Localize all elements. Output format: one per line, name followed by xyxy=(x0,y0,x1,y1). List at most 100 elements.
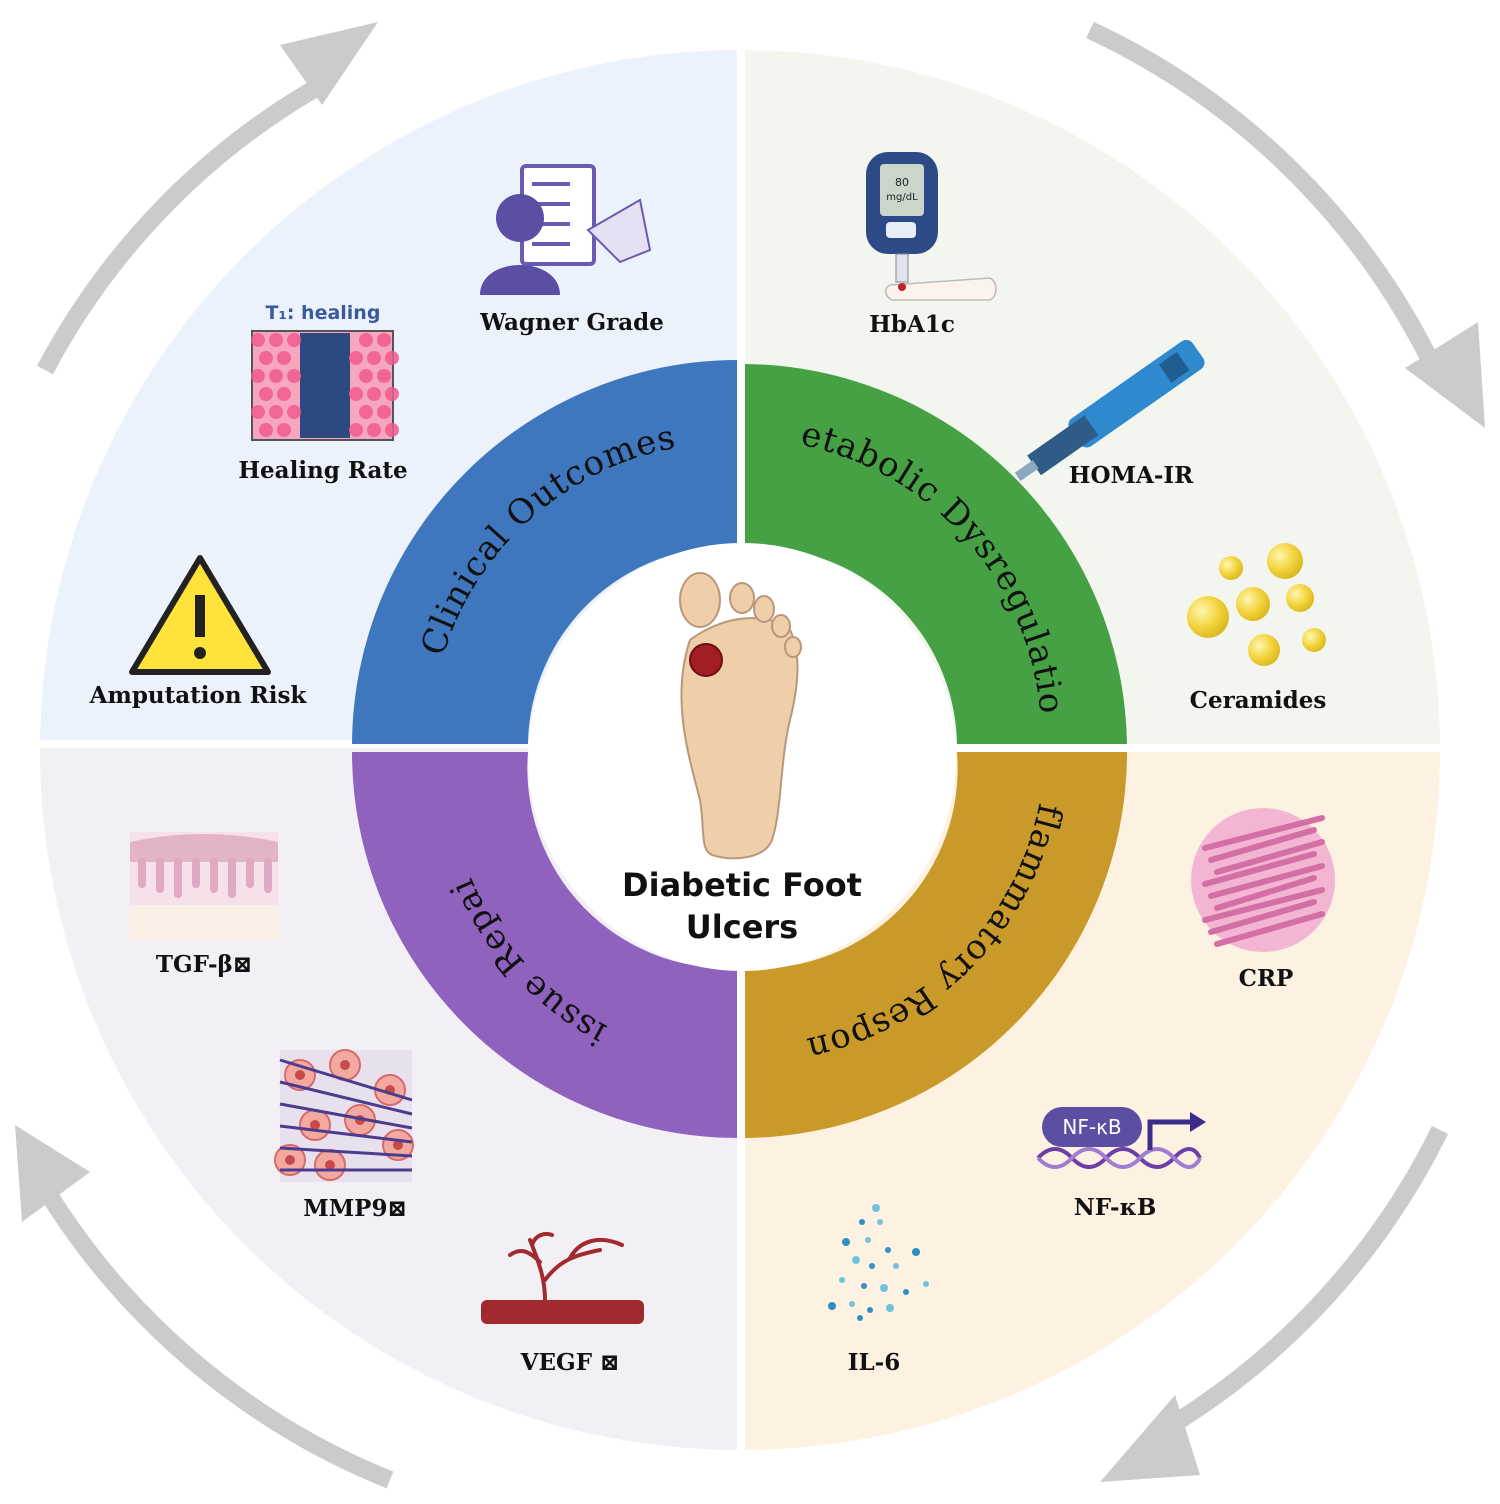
ecm-fiber xyxy=(279,1124,413,1144)
arrow-head-top-right xyxy=(1405,322,1485,428)
arrow-bottom-right xyxy=(1150,1126,1449,1443)
item-il6: IL-6 xyxy=(828,1204,929,1376)
skin-ridge xyxy=(156,858,164,893)
dna-transcription-icon: NF-κB xyxy=(1036,1107,1206,1169)
arrow-bottom-left xyxy=(32,1175,394,1489)
arrow-head-bottom-right xyxy=(1100,1395,1200,1482)
ring-segment-tissue xyxy=(352,752,737,1138)
arrow-head-top-left xyxy=(280,22,378,105)
ring-segment-metabolic xyxy=(745,364,1127,744)
cell-dot xyxy=(385,423,399,437)
cell-dot xyxy=(367,423,381,437)
cell-dot xyxy=(251,333,265,347)
cell-dot xyxy=(259,423,273,437)
cell-dot xyxy=(367,351,381,365)
cytokine-dot xyxy=(839,1277,845,1283)
cytokine-dot xyxy=(903,1289,909,1295)
insulin-pen-icon xyxy=(1014,339,1205,481)
cytokine-dot xyxy=(867,1307,873,1313)
cytokine-dot xyxy=(857,1315,863,1321)
item-hba1c: 80 mg/dL HbA1c xyxy=(866,152,997,338)
cell-dot xyxy=(377,333,391,347)
cytokine-dot xyxy=(861,1283,867,1289)
cytokine-dot xyxy=(912,1248,920,1256)
cytokine-dot xyxy=(842,1238,850,1246)
ecm-nucleus xyxy=(285,1155,295,1165)
tissue-fiber xyxy=(1214,911,1325,947)
tissue-fiber xyxy=(1208,863,1325,899)
cytokine-dot xyxy=(872,1204,880,1212)
skin-ridge xyxy=(210,858,218,893)
label-wagner-grade: Wagner Grade xyxy=(479,309,664,336)
item-tgf: TGF-β⊠ xyxy=(130,832,278,978)
cell-dot xyxy=(259,387,273,401)
inner-ring xyxy=(352,360,1127,1138)
foot-icon xyxy=(679,572,802,860)
cell-dot xyxy=(269,369,283,383)
cytokine-dot xyxy=(886,1304,894,1312)
cell-dot xyxy=(287,405,301,419)
label-healing-rate: Healing Rate xyxy=(238,457,407,484)
cell-dot xyxy=(385,387,399,401)
cell-monolayer-icon xyxy=(251,330,399,441)
blood-vessel-icon xyxy=(481,1231,644,1324)
extracellular-matrix-icon xyxy=(274,1049,414,1182)
label-il6: IL-6 xyxy=(848,1349,900,1376)
cell-dot xyxy=(277,387,291,401)
cytokine-dot xyxy=(859,1219,865,1225)
cytokine-dot xyxy=(828,1302,836,1310)
cytokine-dot xyxy=(893,1263,899,1269)
cell-dot xyxy=(269,405,283,419)
skin-ridge xyxy=(174,858,182,898)
cytokine-dot xyxy=(869,1263,875,1269)
label-vegf: VEGF ⊠ xyxy=(520,1349,620,1376)
cell-dot xyxy=(359,405,373,419)
cell-dot xyxy=(269,333,283,347)
ecm-fiber xyxy=(279,1058,413,1102)
cytokine-dot xyxy=(923,1281,929,1287)
cell-dot xyxy=(377,405,391,419)
skin-ridge xyxy=(246,858,254,888)
pen-hand-icon xyxy=(586,198,652,264)
cell-dot xyxy=(287,369,301,383)
ecm-nucleus xyxy=(295,1070,305,1080)
finger-icon xyxy=(885,277,997,301)
skin-ridge xyxy=(192,858,200,888)
meter-value: 80 xyxy=(895,176,909,189)
item-mmp9: MMP9⊠ xyxy=(274,1049,414,1222)
cytokine-dot xyxy=(865,1237,871,1243)
cell-dot xyxy=(359,333,373,347)
ecm-fiber xyxy=(279,1146,413,1158)
ecm-fiber xyxy=(279,1080,413,1116)
cytokine-dot xyxy=(852,1256,860,1264)
cytokine-dot xyxy=(877,1219,883,1225)
lipid-droplets-icon xyxy=(1187,543,1326,666)
tissue-fiber xyxy=(1208,827,1317,863)
label-homa-ir: HOMA-IR xyxy=(1069,462,1194,489)
nfkb-badge-text: NF-κB xyxy=(1062,1115,1121,1139)
label-healing-sub: T₁: healing xyxy=(266,302,381,324)
item-healing-rate: T₁: healing Healing Rate xyxy=(238,302,407,484)
ecm-nucleus xyxy=(340,1060,350,1070)
item-wagner-grade: Wagner Grade xyxy=(479,164,664,336)
label-crp: CRP xyxy=(1239,965,1294,992)
label-nfkb: NF-κB xyxy=(1074,1194,1157,1221)
tissue-histology-icon xyxy=(1191,808,1335,952)
ecm-nucleus xyxy=(393,1140,403,1150)
ecm-fiber xyxy=(279,1102,413,1130)
meter-unit: mg/dL xyxy=(886,192,918,203)
label-ceramides: Ceramides xyxy=(1190,687,1327,714)
cell-dot xyxy=(251,405,265,419)
arrow-head-bottom-left xyxy=(15,1125,90,1222)
ecm-nucleus xyxy=(310,1120,320,1130)
ulcer-wound-icon xyxy=(689,643,723,677)
checklist-icon xyxy=(480,164,652,295)
item-amputation-risk: Amputation Risk xyxy=(89,555,307,709)
tissue-fiber xyxy=(1214,839,1325,875)
tissue-fiber xyxy=(1202,815,1325,851)
cell-dot xyxy=(277,351,291,365)
tissue-fiber xyxy=(1202,851,1317,887)
item-nfkb: NF-κB NF-κB xyxy=(1036,1107,1206,1221)
